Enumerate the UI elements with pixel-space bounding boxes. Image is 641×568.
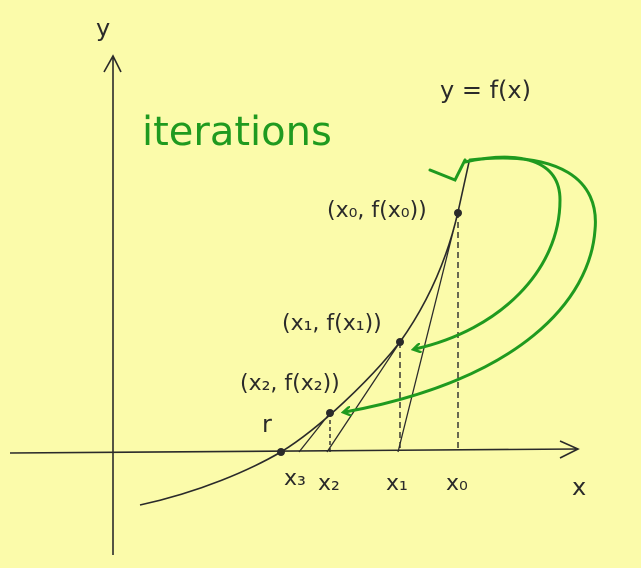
iterations-annotation: iterations xyxy=(142,109,332,155)
tick-label-x3: x₃ xyxy=(284,466,306,491)
x-axis-label: x xyxy=(572,473,586,501)
point-label-x1: (x₁, f(x₁)) xyxy=(282,311,382,336)
y-axis-label: y xyxy=(96,14,110,42)
tick-label-x1: x₁ xyxy=(386,471,408,496)
point-label-x2: (x₂, f(x₂)) xyxy=(240,371,340,396)
root-label: r xyxy=(262,410,272,438)
arrow-to-x2 xyxy=(345,156,597,412)
iteration-arrows xyxy=(345,155,597,412)
tangent-line-x1 xyxy=(326,341,401,453)
curve-label: y = f(x) xyxy=(440,76,531,104)
tick-label-x2: x₂ xyxy=(318,471,340,496)
tangent-line-x0 xyxy=(397,211,459,453)
arrow-to-x1 xyxy=(415,155,562,349)
root-point xyxy=(277,448,285,456)
point-x1 xyxy=(396,338,404,346)
point-x0 xyxy=(454,209,462,217)
x-axis xyxy=(9,440,580,459)
tangent-line-x2 xyxy=(298,412,331,453)
point-x2 xyxy=(326,409,334,417)
y-axis xyxy=(103,54,122,555)
tick-label-x0: x₀ xyxy=(446,471,468,496)
point-label-x0: (x₀, f(x₀)) xyxy=(327,198,427,223)
